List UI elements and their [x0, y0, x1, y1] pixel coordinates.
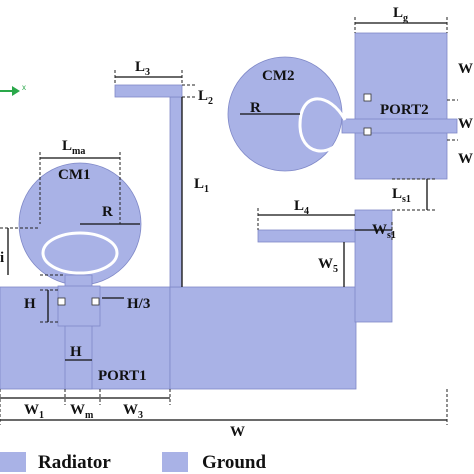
label-Lma: Lma: [62, 138, 85, 157]
label-W3: W3: [123, 402, 143, 421]
ground-stub-right: [169, 209, 393, 390]
label-H-bottom: H: [70, 344, 82, 360]
ring-slot-cm1: [41, 231, 119, 275]
label-W1: W1: [24, 402, 44, 421]
feed-line-port1: [57, 274, 101, 390]
label-CM1: CM1: [58, 167, 91, 183]
label-Ws1: Ws1: [372, 222, 396, 241]
label-L4: L4: [294, 198, 309, 217]
label-i-cut: i: [0, 250, 4, 266]
label-L3: L3: [135, 59, 150, 78]
legend-label-ground: Ground: [202, 452, 267, 473]
label-PORT2: PORT2: [380, 102, 429, 118]
legend: Radiator Ground: [0, 452, 267, 473]
label-Wm: Wm: [70, 402, 94, 421]
radiator-right-block: [354, 32, 448, 180]
feed-line-port2: [341, 118, 458, 134]
label-W-right-3: W: [458, 151, 473, 167]
label-W5: W5: [318, 256, 338, 275]
label-W-total: W: [230, 424, 245, 440]
label-R-cm2: R: [250, 100, 261, 116]
legend-label-radiator: Radiator: [38, 452, 111, 473]
extension-lines: [0, 17, 458, 425]
axis-indicator: x: [0, 83, 26, 96]
radiator-vertical-strip: [114, 84, 183, 288]
label-H-third: H/3: [127, 296, 150, 312]
label-W-right-2: W: [458, 116, 473, 132]
label-L1: L1: [194, 176, 209, 195]
slot-port1-right: [91, 297, 100, 306]
legend-swatch-radiator: [0, 452, 26, 472]
dimension-lines: [0, 22, 447, 421]
slot-port1-left: [57, 297, 66, 306]
label-H-left: H: [24, 296, 36, 312]
label-Ls1: Ls1: [392, 186, 411, 205]
radiator-horizontal-stub: [257, 229, 356, 243]
slot-port2-top: [363, 93, 372, 102]
label-Lg: Lg: [393, 5, 408, 24]
axis-x-label: x: [22, 83, 26, 92]
label-CM2: CM2: [262, 68, 295, 84]
label-R-cm1: R: [102, 204, 113, 220]
ring-slot-cm2: [298, 97, 347, 153]
label-W-right-1: W: [458, 61, 473, 77]
legend-swatch-ground: [162, 452, 188, 472]
label-PORT1: PORT1: [98, 368, 147, 384]
label-L2: L2: [198, 88, 213, 107]
slot-port2-bottom: [363, 127, 372, 136]
